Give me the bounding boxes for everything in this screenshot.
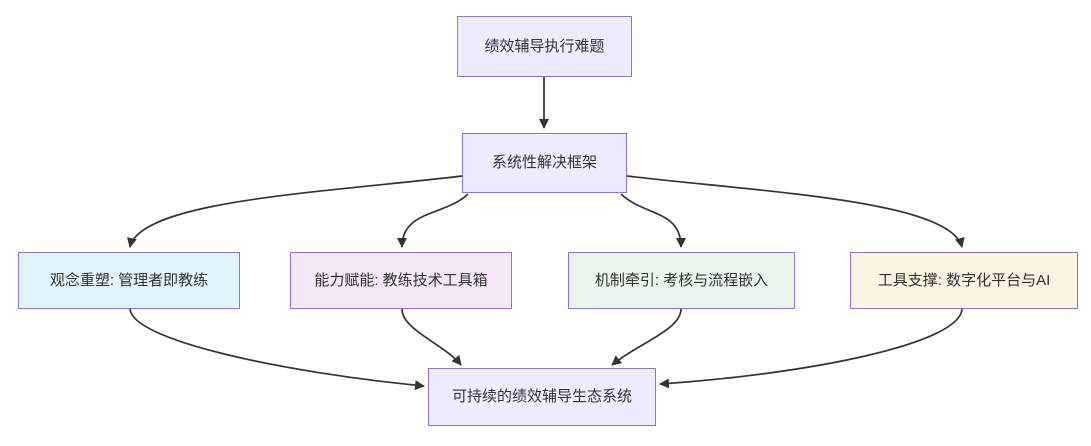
node-capability-label: 能力赋能: 教练技术工具箱 (314, 271, 488, 289)
edge-capability-to-ecosystem (401, 308, 462, 366)
node-framework-label: 系统性解决框架 (491, 154, 597, 172)
node-ecosystem-label: 可持续的绩效辅导生态系统 (451, 388, 632, 406)
node-tools: 工具支撑: 数字化平台与AI (850, 252, 1078, 309)
node-mechanism: 机制牵引: 考核与流程嵌入 (568, 252, 795, 309)
node-framework: 系统性解决框架 (462, 133, 627, 193)
node-problem-label: 绩效辅导执行难题 (484, 37, 605, 55)
edge-mindset-to-ecosystem (129, 308, 425, 391)
node-ecosystem: 可持续的绩效辅导生态系统 (428, 368, 656, 426)
node-capability: 能力赋能: 教练技术工具箱 (290, 252, 512, 309)
node-mindset-label: 观念重塑: 管理者即教练 (49, 271, 209, 289)
edge-framework-to-mindset (127, 175, 463, 248)
node-problem: 绩效辅导执行难题 (457, 16, 632, 77)
edge-framework-to-capability (397, 193, 469, 248)
node-mindset: 观念重塑: 管理者即教练 (18, 252, 240, 309)
edge-framework-to-mechanism (620, 193, 686, 248)
edge-framework-to-tools (626, 175, 965, 248)
node-tools-label: 工具支撑: 数字化平台与AI (877, 271, 1051, 289)
edge-mechanism-to-ecosystem (611, 308, 682, 366)
node-mechanism-label: 机制牵引: 考核与流程嵌入 (594, 271, 769, 289)
edge-tools-to-ecosystem (659, 308, 963, 389)
